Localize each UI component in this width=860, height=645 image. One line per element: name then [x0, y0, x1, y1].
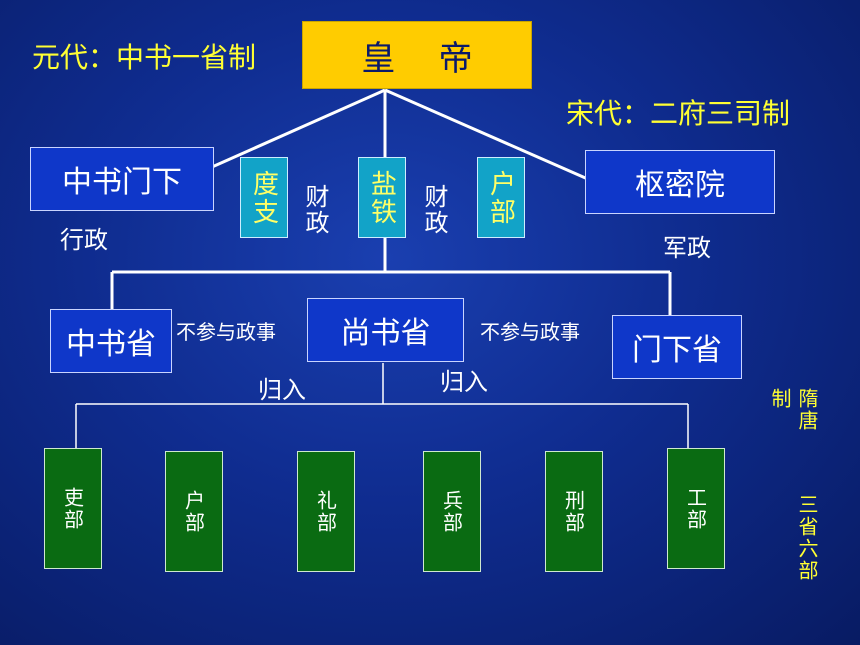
- caizheng-label-2: 财政: [420, 184, 448, 236]
- side-note-san-sheng-liu-bu: 三省六部: [795, 494, 819, 582]
- yantie-box: 盐铁: [358, 157, 406, 238]
- ministry-libu-personnel: 吏部: [44, 448, 102, 569]
- ministry-libu-rites: 礼部: [297, 451, 355, 572]
- ministry-hubu: 户部: [165, 451, 223, 572]
- duzhi-box: 度支: [240, 157, 288, 238]
- junzheng-label: 军政: [663, 234, 711, 262]
- not-participate-left: 不参与政事: [176, 320, 276, 344]
- guiru-right-label: 归入: [440, 368, 488, 396]
- shangshusheng-box: 尚书省: [307, 298, 464, 362]
- menxiasheng-box: 门下省: [612, 315, 742, 379]
- shumiyuan-box: 枢密院: [585, 150, 775, 214]
- zhongshu-menxia-box: 中书门下: [30, 147, 214, 211]
- side-note-zhi: 制: [768, 388, 792, 410]
- zhongshusheng-box: 中书省: [50, 309, 172, 373]
- guiru-left-label: 归入: [258, 376, 306, 404]
- caizheng-label-1: 财政: [301, 184, 329, 236]
- yuan-dynasty-label: 元代：中书一省制: [32, 41, 257, 74]
- side-note-sui-tang: 隋唐: [795, 388, 819, 432]
- emperor-box: 皇 帝: [302, 21, 532, 89]
- song-dynasty-label: 宋代：二府三司制: [566, 97, 791, 130]
- ministry-gongbu: 工部: [667, 448, 725, 569]
- hubu-song-box: 户部: [477, 157, 525, 238]
- xingzheng-label: 行政: [60, 226, 108, 254]
- ministry-xingbu: 刑部: [545, 451, 603, 572]
- not-participate-right: 不参与政事: [480, 320, 580, 344]
- ministry-bingbu: 兵部: [423, 451, 481, 572]
